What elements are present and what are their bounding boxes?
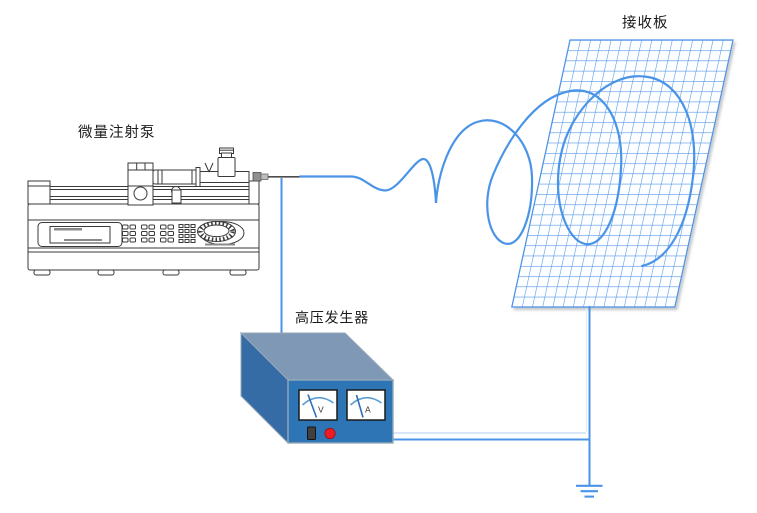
pump-keypad bbox=[122, 224, 196, 243]
power-switch bbox=[307, 426, 316, 440]
collector-plate bbox=[511, 39, 734, 308]
voltmeter-needle bbox=[307, 394, 318, 418]
voltmeter: V bbox=[298, 389, 338, 421]
pump-carriage bbox=[127, 162, 154, 206]
syringe-pump bbox=[27, 147, 300, 276]
ammeter: A bbox=[346, 389, 386, 421]
label-collector-plate: 接收板 bbox=[622, 14, 669, 32]
keypad-cluster bbox=[141, 224, 155, 243]
ground-icon bbox=[576, 484, 603, 498]
fiber-jet-path bbox=[298, 75, 696, 268]
ammeter-label: A bbox=[365, 405, 371, 415]
pump-display bbox=[37, 222, 123, 247]
needle-icon bbox=[252, 172, 300, 182]
voltmeter-arc bbox=[301, 396, 334, 406]
pump-foot bbox=[229, 269, 247, 276]
hv-generator: V A bbox=[239, 331, 395, 445]
power-indicator-light bbox=[324, 427, 336, 440]
label-hv-generator: 高压发生器 bbox=[295, 310, 369, 326]
pump-control-panel bbox=[37, 220, 245, 247]
solution-vial bbox=[217, 147, 236, 177]
pump-base bbox=[27, 203, 260, 276]
keypad-cluster-small bbox=[178, 224, 196, 243]
syringe-clip bbox=[171, 186, 182, 204]
ammeter-needle bbox=[355, 394, 364, 418]
pump-foot bbox=[97, 269, 115, 276]
syringe bbox=[152, 147, 250, 204]
ammeter-arc bbox=[349, 396, 382, 406]
pump-foot bbox=[162, 269, 180, 276]
barrel-clamp-screw bbox=[204, 162, 214, 173]
dial-knurl bbox=[198, 220, 235, 243]
syringe-flange bbox=[195, 167, 201, 187]
label-syringe-pump: 微量注射泵 bbox=[78, 124, 156, 141]
pump-dial bbox=[197, 220, 245, 246]
keypad-cluster bbox=[160, 224, 174, 243]
collector-grid-lines bbox=[511, 40, 733, 307]
pump-foot bbox=[33, 269, 51, 276]
voltmeter-label: V bbox=[318, 405, 324, 415]
keypad-cluster bbox=[122, 224, 136, 243]
